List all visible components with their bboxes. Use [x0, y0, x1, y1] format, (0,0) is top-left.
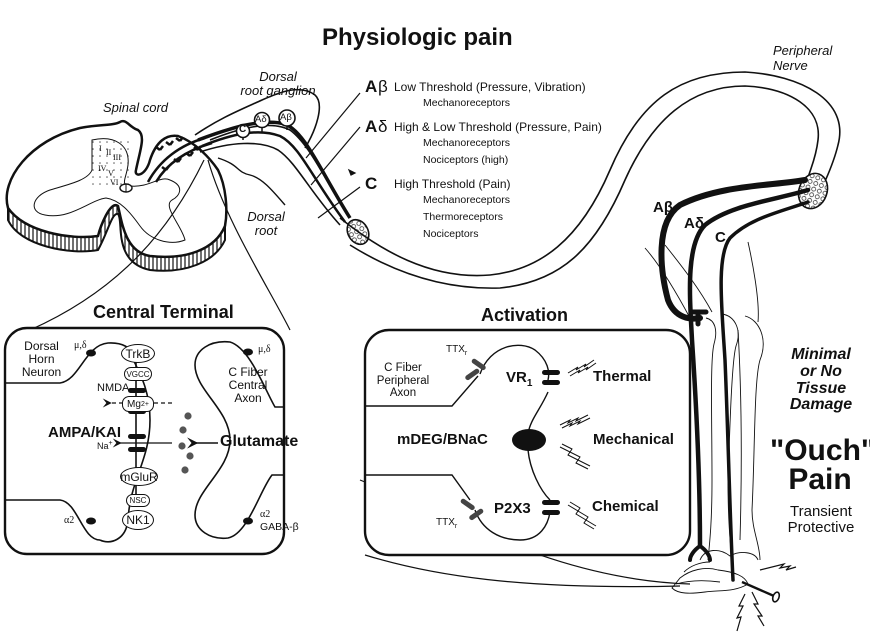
stimulus-bolts: [559, 359, 597, 530]
label-c-fiber-peripheral-axon: C Fiber Peripheral Axon: [376, 362, 430, 400]
fiber-greek: δ: [378, 117, 388, 136]
label-peripheral-nerve: Peripheral Nerve: [773, 43, 833, 73]
fiber-greek: β: [378, 77, 388, 96]
glutamate-molecules: [178, 412, 194, 474]
spinal-cord: [5, 119, 228, 272]
receptor-nk1: NK1: [122, 510, 154, 530]
alpha2-left: α2: [64, 515, 75, 526]
activation-panel: [363, 328, 692, 557]
fiber-adelta: [687, 187, 811, 549]
gaba-label: GABA-β: [260, 521, 299, 533]
nail-stimulus: [735, 562, 797, 632]
ganglion-cell-adelta: [253, 111, 271, 132]
stimulus-mechanical: Mechanical: [593, 431, 674, 448]
alpha2-right: α2: [260, 509, 271, 520]
label-spinal-cord: Spinal cord: [103, 100, 169, 115]
ttx-bottom: TTXr: [436, 517, 458, 531]
label-transient-protective: Transient Protective: [787, 503, 855, 536]
fiber-receptor: Mechanoreceptors: [423, 97, 510, 109]
label-dorsal-horn-neuron: Dorsal Horn Neuron: [21, 339, 62, 380]
receptor-mdeg-bnac: mDEG/BNaC: [397, 431, 488, 448]
stimulus-thermal: Thermal: [593, 368, 652, 385]
fiber-receptor: Nociceptors (high): [423, 154, 509, 166]
ganglion-label-adelta: Aδ: [255, 114, 267, 125]
lamina-i: I: [99, 144, 102, 153]
lamina-v: V: [108, 169, 114, 178]
mdeg-channel: [512, 429, 546, 451]
ganglion-cell-abeta: [278, 109, 296, 130]
fiber-name: A: [365, 77, 378, 96]
fiber-description: High Threshold (Pain): [394, 177, 511, 191]
label-ouch-pain: "Ouch" Pain: [770, 434, 870, 496]
leg-label-c: C: [715, 229, 726, 246]
opioid-receptor-left: μ,δ: [74, 340, 87, 351]
ttx-top: TTXr: [446, 344, 468, 358]
fiber-receptor: Thermoreceptors: [423, 211, 503, 223]
receptor-vgcc: VGCC: [124, 367, 152, 381]
receptor-nmda: NMDA: [97, 382, 130, 394]
fiber-name: C: [365, 174, 378, 193]
receptor-trkb: TrkB: [121, 344, 155, 363]
lamina-vi: VI: [110, 178, 119, 187]
fiber-abeta: [658, 177, 808, 322]
activation-title: Activation: [481, 305, 569, 325]
lamina-ii: II: [106, 148, 112, 157]
lightning-bolt: [735, 593, 746, 632]
dorsal-root-ganglion-outline: [194, 88, 321, 149]
ganglion-cell-c: [235, 123, 251, 140]
label-dorsal-root: Dorsal root: [247, 209, 285, 239]
fiber-receptor: Mechanoreceptors: [423, 194, 510, 206]
leg-fibers: [658, 177, 811, 582]
receptor-p2x3: P2X3: [494, 500, 531, 517]
stimulus-chemical: Chemical: [592, 498, 659, 515]
fiber-c: [719, 200, 810, 582]
page-title: Physiologic pain: [322, 24, 513, 51]
leg-label-adelta: Aδ: [684, 215, 704, 232]
fiber-description: High & Low Threshold (Pressure, Pain): [394, 120, 602, 134]
ganglion-label-abeta: Aβ: [280, 112, 292, 123]
central-terminal-title: Central Terminal: [93, 302, 234, 322]
receptor-ampa-kai: AMPA/KAI: [48, 424, 122, 441]
fiber-receptor: Nociceptors: [423, 228, 479, 240]
sodium-ion: Na+: [97, 440, 113, 451]
fiber-leader-lines: [305, 92, 361, 219]
dorsal-root: [194, 88, 370, 246]
label-c-fiber-central-axon: C Fiber Central Axon: [228, 365, 268, 406]
receptor-mglur: mGluR: [120, 467, 158, 486]
opioid-receptor-right: μ,δ: [258, 344, 271, 355]
lamina-iv: IV: [98, 164, 107, 173]
receptor-vr1: VR1: [506, 369, 533, 389]
glutamate-label: Glutamate: [220, 433, 299, 450]
label-tissue-damage: Minimal or No Tissue Damage: [789, 346, 853, 414]
fiber-receptor: Mechanoreceptors: [423, 137, 510, 149]
leg-label-abeta: Aβ: [653, 199, 673, 216]
lightning-bolt: [759, 562, 797, 571]
label-dorsal-root-ganglion: Dorsal root ganglion: [240, 69, 316, 99]
fiber-description: Low Threshold (Pressure, Vibration): [394, 80, 586, 94]
ganglion-label-c: C: [239, 124, 247, 135]
lightning-bolt: [751, 591, 765, 627]
central-terminal-panel: [3, 326, 286, 556]
fiber-name: A: [365, 117, 378, 136]
receptor-nsc: NSC: [126, 494, 150, 507]
lamina-iii: III: [113, 153, 121, 162]
